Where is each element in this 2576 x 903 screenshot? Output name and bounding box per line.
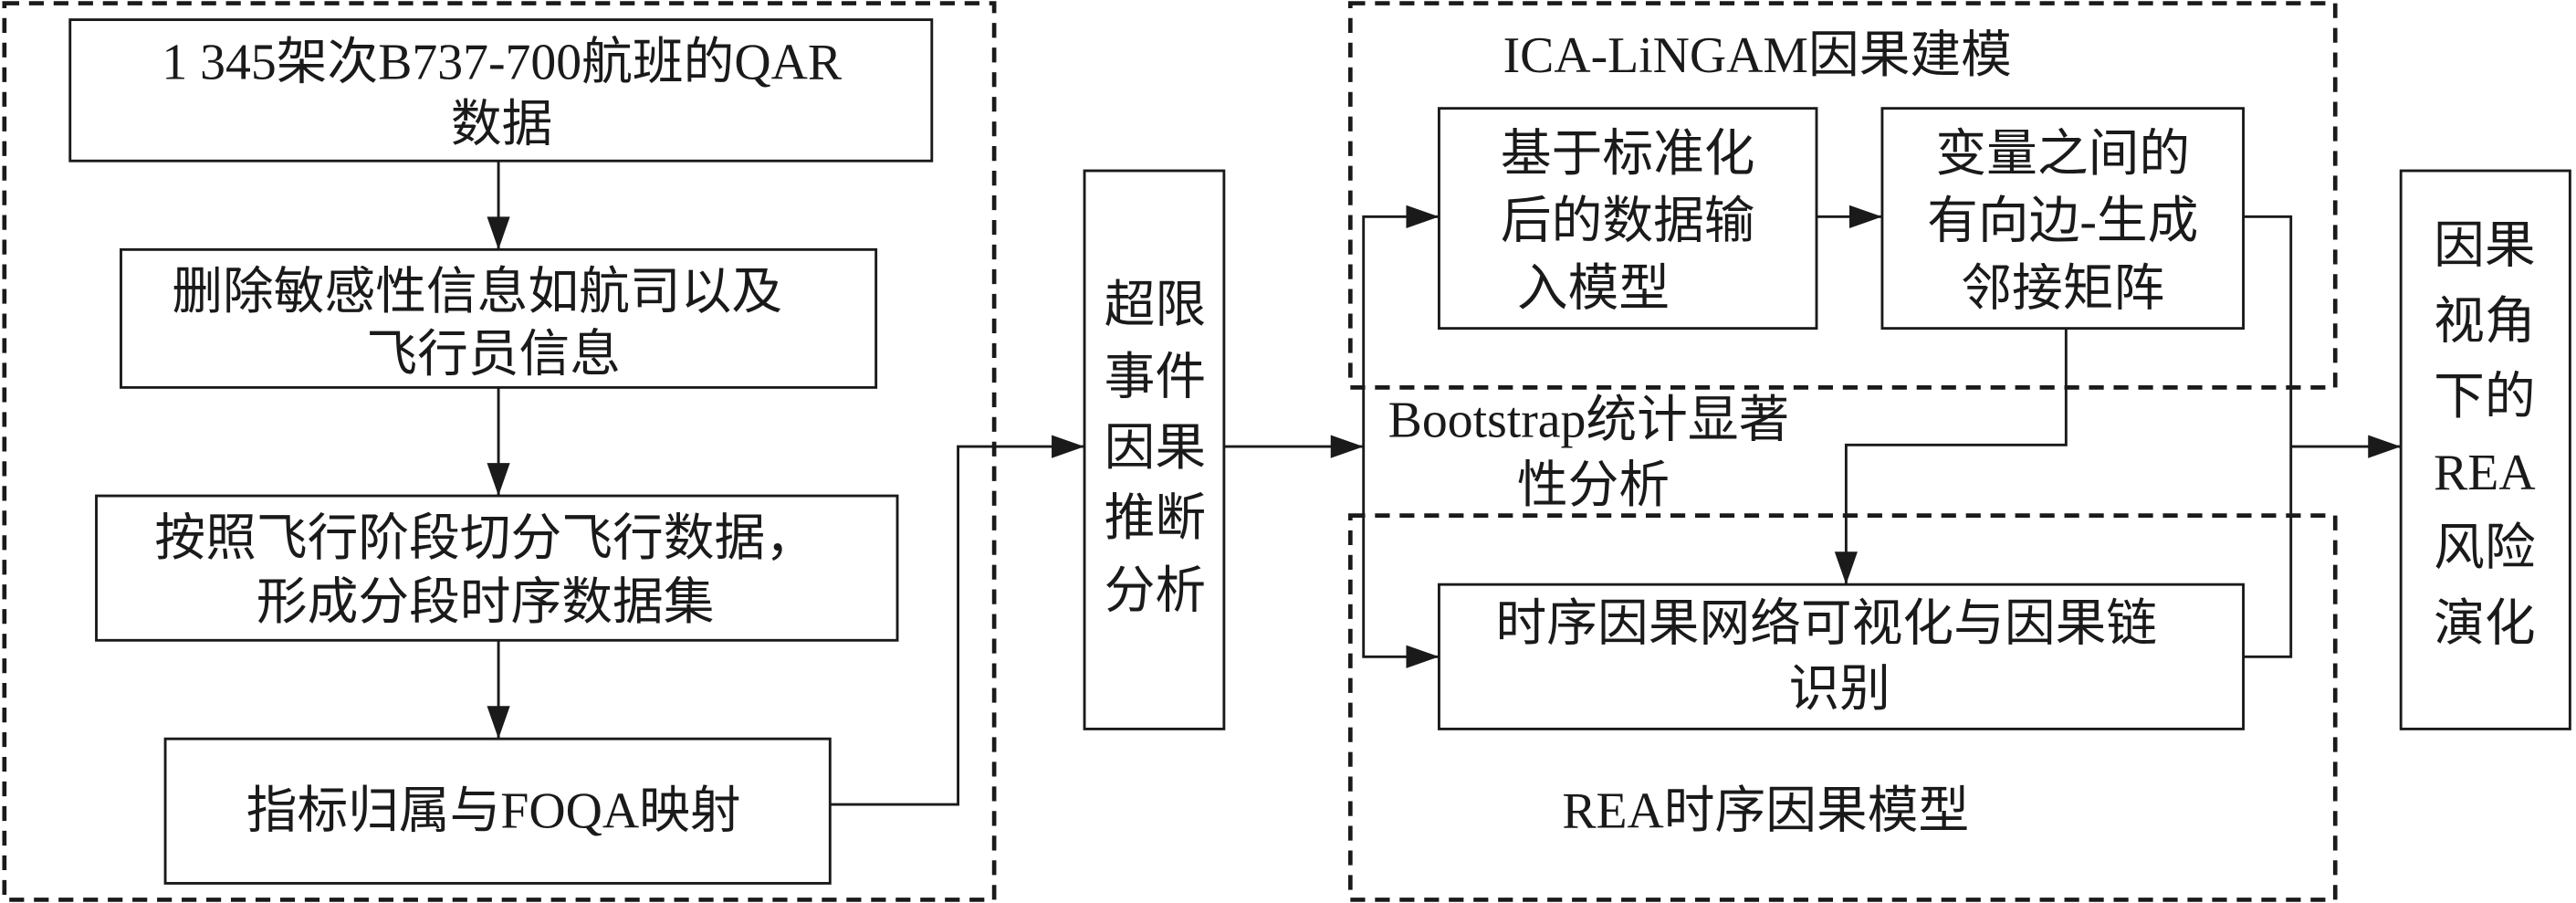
step-qar-data-line1: 1 345架次B737-700航班的QAR [162,34,843,90]
text-line: 时序因果网络可视化与因果链 [1496,595,2158,652]
text-line: 基于标准化 [1501,126,1755,183]
ica-lingam-title: ICA-LiNGAM因果建模 [1503,27,2012,84]
text-line: 变量之间的 [1935,126,2190,183]
text-line: 邻接矩阵 [1961,260,2164,317]
text-line: 入模型 [1517,260,1670,317]
preprocessing-group [2,1,997,902]
result-text: 因果 视角 下的 REA 风险 演化 [2434,218,2535,653]
text-line: 后的数据输 [1501,194,1755,250]
ica-lingam-group [1347,1,2338,390]
text-line: 超限 [1105,277,1206,333]
causal-network-box [1437,583,2245,730]
text-line: 事件 [1105,350,1206,406]
result-box [2399,169,2571,730]
text-line: REA [2434,445,2535,501]
rea-model-title: REA时序因果模型 [1562,782,1969,839]
exceedance-analysis-text: 超限 事件 因果 推断 分析 [1105,277,1206,619]
text-line: 风险 [2434,520,2535,577]
step-remove-sensitive-line2: 飞行员信息 [366,326,621,383]
bootstrap-label-line2: 性分析 [1517,457,1670,514]
step-qar-data-line2: 数据 [451,97,552,153]
text-line: 推断 [1105,490,1206,547]
step-segment-data [95,494,899,642]
exceedance-analysis-box [1083,169,1226,730]
step-segment-data-line1: 按照飞行阶段切分飞行数据， [154,510,816,567]
rea-model-group [1347,513,2338,902]
text-line: 下的 [2434,369,2535,425]
standardized-input-box [1437,107,1818,331]
text-line: 分析 [1105,562,1206,619]
text-line: 因果 [1105,420,1206,477]
step-remove-sensitive-line1: 删除敏感性信息如航司以及 [172,264,782,320]
text-line: 演化 [2434,595,2535,652]
text-line: 识别 [1788,661,1890,718]
step-segment-data-line2: 形成分段时序数据集 [257,574,715,631]
step-remove-sensitive [120,247,878,389]
text-line: 因果 [2434,218,2535,275]
step-qar-data [68,18,934,163]
step-foqa-mapping [163,737,832,885]
bootstrap-label-line1: Bootstrap统计显著 [1388,392,1790,448]
text-line: 视角 [2434,293,2535,350]
text-line: 有向边-生成 [1927,194,2198,250]
adjacency-matrix-box [1880,107,2245,331]
step-foqa-mapping-text: 指标归属与FOQA映射 [246,782,741,839]
connectors [487,161,2402,806]
